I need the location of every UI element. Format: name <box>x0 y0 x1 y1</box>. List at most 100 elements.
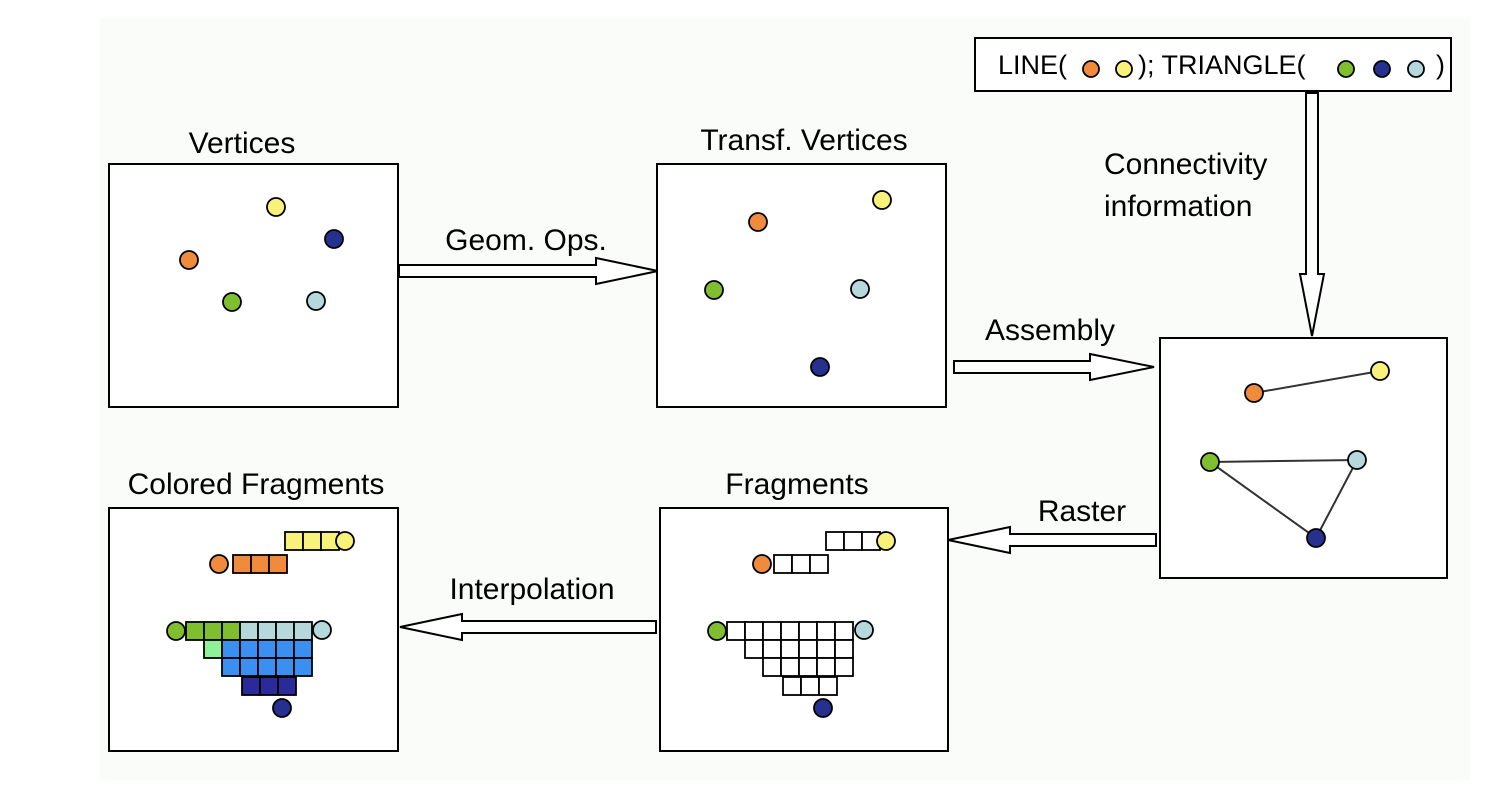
vertex-orange <box>179 250 199 270</box>
fragment-cell-19 <box>762 657 782 677</box>
fragment-cell-21 <box>798 657 818 677</box>
connectivity-text: LINE( <box>998 50 1067 80</box>
frag-dot-lightblue <box>854 620 874 640</box>
colored-fragment-cell-26 <box>277 676 297 696</box>
connectivity-middle: ); TRIANGLE( <box>1138 50 1306 80</box>
conn-tri-dot-lightblue <box>1407 60 1425 78</box>
colored-fragment-cell-11 <box>275 621 295 641</box>
conn-line-dot-orange <box>1082 60 1100 78</box>
fragment-cell-20 <box>780 657 800 677</box>
colored-fragment-cell-20 <box>239 657 259 677</box>
stage-transformed-title: Transf. Vertices <box>700 124 907 157</box>
arrow-interpolation-shape <box>399 612 657 642</box>
fragment-cell-10 <box>798 621 818 641</box>
fragment-cells <box>726 531 881 696</box>
colored-fragment-cell-4 <box>302 531 322 551</box>
arrow-connectivity: Connectivity information <box>1104 92 1326 337</box>
fragment-cell-0 <box>773 554 793 574</box>
colored-fragment-cell-2 <box>268 554 288 574</box>
arrow-geom-ops-shape <box>398 256 659 286</box>
tvertex-orange <box>748 212 768 232</box>
stage-fragments-title: Fragments <box>725 468 868 501</box>
arrow-assembly: Assembly <box>953 314 1155 382</box>
fragment-cell-9 <box>780 621 800 641</box>
colored-fragment-cell-25 <box>259 676 279 696</box>
frag-dot-yellow <box>876 531 896 551</box>
prim-dot-lightblue <box>1347 450 1367 470</box>
arrow-connectivity-label-line1: Connectivity <box>1104 148 1267 181</box>
prim-dot-navy <box>1306 528 1326 548</box>
colored-fragment-cell-17 <box>275 639 295 659</box>
stage-transformed-box <box>656 163 947 408</box>
colfrag-dot-orange <box>209 554 229 574</box>
stage-vertices-title: Vertices <box>189 127 296 160</box>
fragment-cell-11 <box>816 621 836 641</box>
fragment-cell-1 <box>791 554 811 574</box>
fragment-cell-4 <box>843 531 863 551</box>
arrow-connectivity-label-line2: information <box>1104 190 1252 223</box>
fragment-cell-7 <box>744 621 764 641</box>
fragment-cell-2 <box>809 554 829 574</box>
colfrag-dot-navy <box>272 698 292 718</box>
prim-dot-green <box>1200 452 1220 472</box>
stage-fragments: Fragments <box>659 468 949 752</box>
frag-dot-navy <box>813 698 833 718</box>
arrow-interpolation-label: Interpolation <box>449 573 614 606</box>
colfrag-dot-yellow <box>335 531 355 551</box>
colored-fragment-cell-7 <box>203 621 223 641</box>
conn-tri-dot-green <box>1337 60 1355 78</box>
colfrag-dot-green <box>166 621 186 641</box>
primitive-triangle <box>1206 458 1359 540</box>
colored-fragment-cell-19 <box>221 657 241 677</box>
colored-fragment-cell-8 <box>221 621 241 641</box>
fragment-cell-8 <box>762 621 782 641</box>
vertex-green <box>222 292 242 312</box>
fragment-cell-16 <box>798 639 818 659</box>
colored-fragment-cell-23 <box>293 657 313 677</box>
arrow-raster-label: Raster <box>1038 495 1126 528</box>
connectivity-prefix: LINE( <box>998 50 1067 80</box>
arrow-geom-ops-label: Geom. Ops. <box>445 224 607 257</box>
tvertex-green <box>704 280 724 300</box>
tvertex-lightblue <box>850 279 870 299</box>
fragment-cell-3 <box>825 531 845 551</box>
colored-fragment-cell-15 <box>239 639 259 659</box>
fragment-cell-23 <box>834 657 854 677</box>
arrow-geom-ops: Geom. Ops. <box>398 224 659 286</box>
colored-fragment-cell-22 <box>275 657 295 677</box>
fragment-cell-24 <box>782 676 802 696</box>
colored-fragment-cell-3 <box>284 531 304 551</box>
fragment-cell-13 <box>744 639 764 659</box>
frag-dot-green <box>707 621 727 641</box>
prim-dot-yellow <box>1370 361 1390 381</box>
colored-fragment-cell-10 <box>257 621 277 641</box>
colored-fragment-cell-16 <box>257 639 277 659</box>
colored-fragment-cell-0 <box>232 554 252 574</box>
connectivity-suffix: ) <box>1436 50 1445 80</box>
conn-line-dot-yellow <box>1115 60 1133 78</box>
fragment-cell-12 <box>834 621 854 641</box>
prim-dot-orange <box>1244 383 1264 403</box>
colored-fragment-cell-12 <box>293 621 313 641</box>
fragment-cell-14 <box>762 639 782 659</box>
colored-fragment-cell-13 <box>203 639 223 659</box>
colfrag-dot-lightblue <box>312 620 332 640</box>
stage-colored-title: Colored Fragments <box>128 468 385 501</box>
arrow-assembly-shape <box>953 352 1155 382</box>
colored-fragment-cell-21 <box>257 657 277 677</box>
arrow-raster-shape <box>947 525 1157 555</box>
stage-primitives <box>1159 337 1448 579</box>
connectivity-box: LINE( ); TRIANGLE( ) <box>974 37 1452 92</box>
colored-fragment-cell-14 <box>221 639 241 659</box>
fragment-cell-25 <box>800 676 820 696</box>
fragment-cell-22 <box>816 657 836 677</box>
colored-fragment-cell-1 <box>250 554 270 574</box>
vertex-navy <box>324 229 344 249</box>
fragment-cell-6 <box>726 621 746 641</box>
frag-dot-orange <box>752 554 772 574</box>
connectivity-box-frame <box>974 37 1452 92</box>
fragment-cell-26 <box>818 676 838 696</box>
tvertex-yellow <box>872 190 892 210</box>
fragment-cell-18 <box>834 639 854 659</box>
